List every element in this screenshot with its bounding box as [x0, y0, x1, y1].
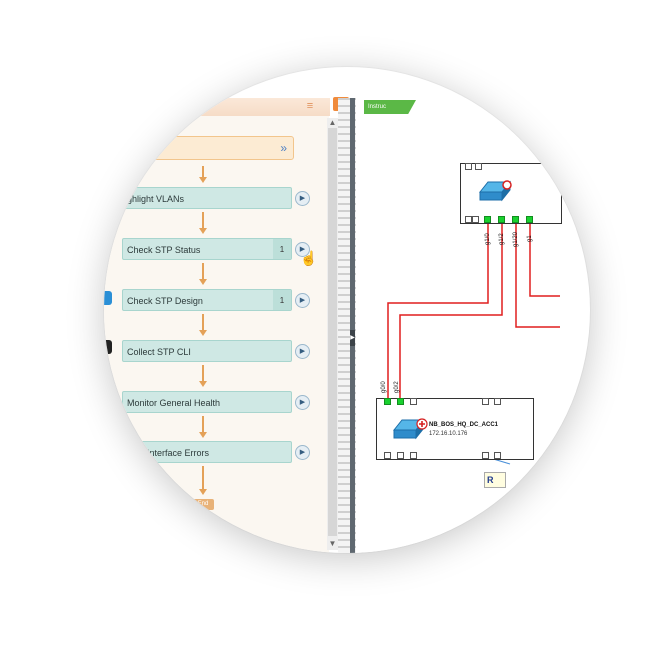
flow-arrow-head	[199, 489, 207, 495]
splitter-toggle-icon[interactable]: ▶	[350, 330, 355, 346]
flow-arrow-head	[199, 279, 207, 285]
flow-scrollbar-thumb[interactable]	[328, 128, 337, 536]
flow-arrow-head	[199, 330, 207, 336]
flow-arrow	[202, 314, 204, 331]
port	[410, 452, 417, 459]
flow-arrow	[202, 166, 204, 178]
scroll-down-icon[interactable]: ▼	[328, 539, 337, 548]
run-step-button[interactable]: ▶	[295, 293, 310, 308]
expand-chevron-icon[interactable]: »	[280, 141, 287, 155]
flow-arrow	[202, 263, 204, 280]
port-up[interactable]	[397, 398, 404, 405]
screenshot-stage: ≡ » » ghlight VLANs ▶ Check STP Status 1…	[104, 67, 590, 553]
port	[475, 163, 482, 170]
flow-arrow-head	[199, 432, 207, 438]
port	[397, 452, 404, 459]
access-switch-icon[interactable]	[392, 418, 428, 442]
app-side-icon[interactable]	[104, 291, 112, 305]
port-up[interactable]	[384, 398, 391, 405]
run-step-button[interactable]: ▶	[295, 445, 310, 460]
hand-cursor-icon: ☝	[300, 250, 318, 266]
flow-arrow-head	[199, 381, 207, 387]
flow-step-highlight-vlans[interactable]: ghlight VLANs	[122, 187, 292, 209]
run-step-button[interactable]: ▶	[295, 395, 310, 410]
link-g1-2	[399, 222, 503, 398]
flow-arrow	[202, 466, 204, 490]
flow-arrow	[202, 212, 204, 229]
flow-step-collect-stp-cli[interactable]: Collect STP CLI	[122, 340, 292, 362]
step-count-badge: 1	[273, 290, 291, 310]
port-up[interactable]	[526, 216, 533, 223]
menu-icon[interactable]: ≡	[306, 100, 314, 112]
flow-step-check-stp-design[interactable]: Check STP Design 1	[122, 289, 292, 311]
port-up[interactable]	[498, 216, 505, 223]
port-label: g0/2	[394, 381, 400, 393]
device-ip: 172.16.10.176	[429, 431, 468, 437]
link-g1-x	[529, 222, 560, 297]
instruction-tab[interactable]: Instruc	[364, 100, 416, 114]
port	[384, 452, 391, 459]
flow-step-monitor-general-health[interactable]: Monitor General Health	[122, 391, 292, 413]
port	[472, 216, 479, 223]
circular-frame: ≡ » » ghlight VLANs ▶ Check STP Status 1…	[104, 67, 590, 553]
port	[482, 452, 489, 459]
flow-end-node: End	[192, 499, 214, 510]
port	[482, 398, 489, 405]
port	[494, 398, 501, 405]
port-up[interactable]	[512, 216, 519, 223]
port-up[interactable]	[484, 216, 491, 223]
health-side-icon[interactable]	[104, 391, 106, 405]
app-side-icon[interactable]	[104, 246, 106, 260]
note-label-box[interactable]: R	[484, 472, 506, 488]
flow-step-check-stp-status[interactable]: Check STP Status 1	[122, 238, 292, 260]
flow-arrow-head	[199, 177, 207, 183]
flow-arrow	[202, 365, 204, 382]
terminal-side-icon[interactable]	[104, 340, 112, 354]
step-label: Check STP Design	[127, 296, 203, 306]
flow-start-box[interactable]: »	[120, 136, 294, 160]
link-g1-0	[387, 222, 489, 398]
port	[410, 398, 417, 405]
scroll-up-icon[interactable]: ▲	[328, 118, 337, 127]
step-count-badge: 1	[273, 239, 291, 259]
flow-arrow-head	[199, 228, 207, 234]
step-label: Collect STP CLI	[127, 347, 191, 357]
run-step-button[interactable]: ▶	[295, 344, 310, 359]
run-step-button[interactable]: ▶	[295, 191, 310, 206]
port-label: g1/0	[485, 233, 491, 245]
upper-switch-box[interactable]	[460, 163, 562, 224]
topology-links	[387, 222, 560, 465]
step-label: nitor Interface Errors	[127, 448, 210, 458]
port-label: g1	[527, 235, 533, 242]
flow-arrow	[202, 416, 204, 433]
link-g1-20	[515, 222, 560, 328]
flow-panel-header	[104, 98, 330, 116]
port-label: g0/0	[381, 381, 387, 393]
run-step-button[interactable]: ▶	[295, 242, 310, 257]
flow-step-monitor-interface-errors[interactable]: nitor Interface Errors	[122, 441, 292, 463]
device-name[interactable]: NB_BOS_HQ_DC_ACC1	[429, 422, 499, 428]
port	[465, 216, 472, 223]
port-label: g1/20	[513, 231, 519, 247]
port-label: g1/2	[499, 233, 505, 245]
flow-panel	[104, 98, 329, 553]
step-label: Check STP Status	[127, 245, 201, 255]
step-label: Monitor General Health	[127, 398, 221, 408]
step-label: ghlight VLANs	[127, 194, 185, 204]
splitter-grip[interactable]	[350, 98, 355, 553]
switch-icon[interactable]	[478, 180, 512, 204]
port	[494, 452, 501, 459]
port	[465, 163, 472, 170]
